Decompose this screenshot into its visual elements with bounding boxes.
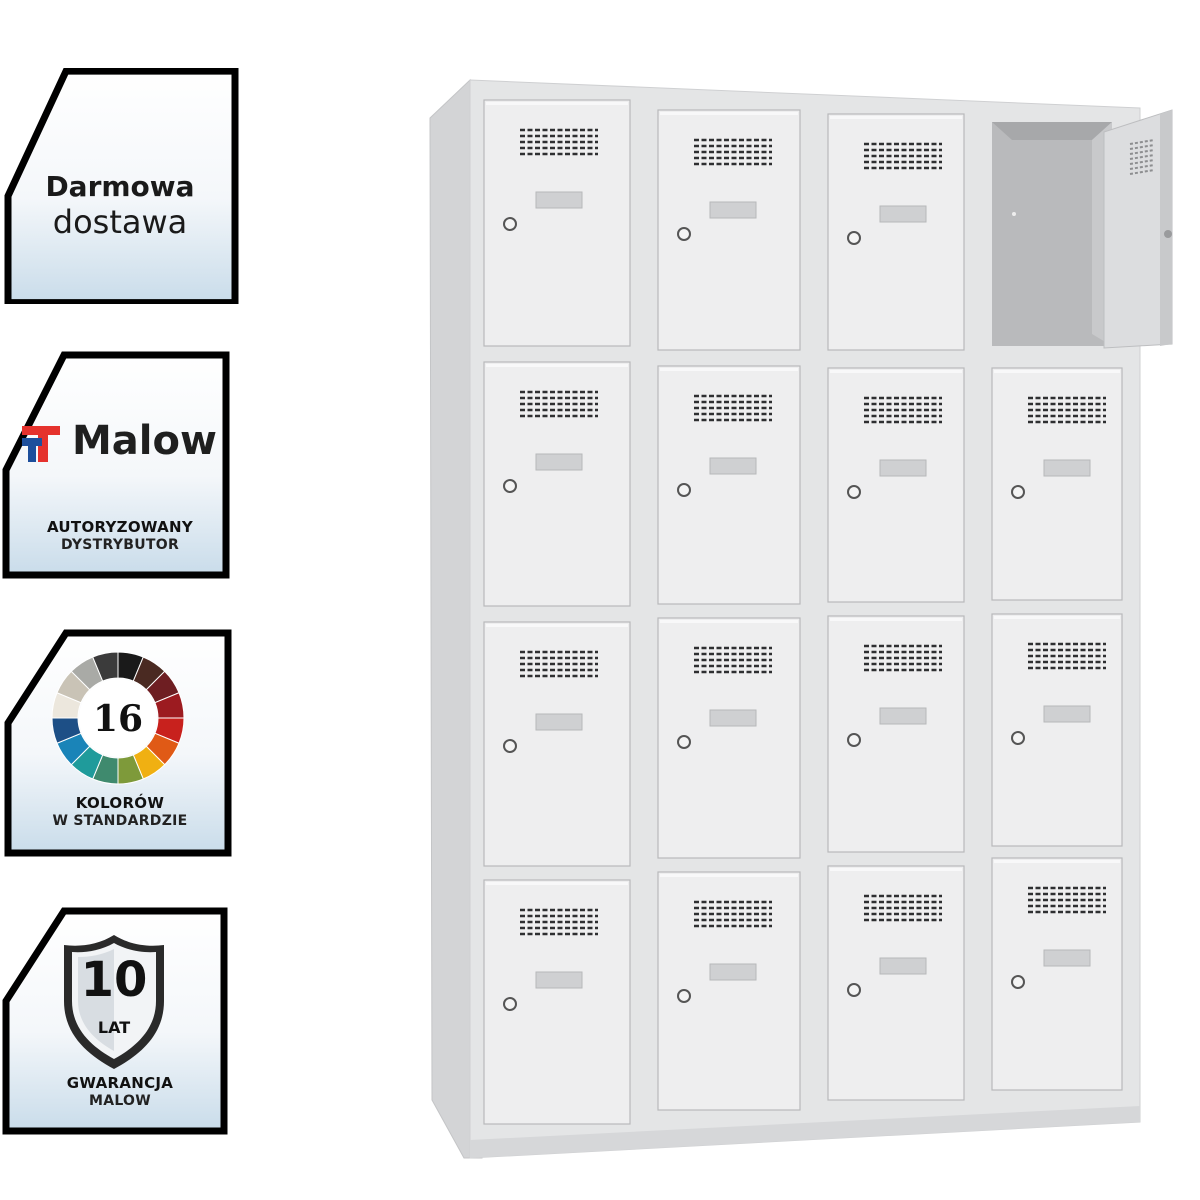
label-holder [1043, 949, 1091, 967]
colors-badge: 16 KOLORÓW W STANDARDZIE [0, 628, 240, 858]
color-count: 16 [92, 698, 144, 740]
color-segment [92, 651, 119, 682]
warranty-badge: 10 LAT GWARANCJA MALOW [0, 906, 240, 1136]
compartment-ceiling [992, 122, 1112, 140]
badge-line-2: dostawa [52, 203, 188, 241]
vent-slot [1129, 139, 1155, 145]
lock-icon [847, 733, 861, 747]
label-holder [1043, 459, 1091, 477]
vent-slot [1129, 164, 1155, 170]
label-holder [709, 457, 757, 475]
badge-line-1: GWARANCJA [66, 1074, 174, 1092]
label-holder [535, 971, 583, 989]
door-highlight [830, 868, 962, 871]
door-highlight [830, 618, 962, 621]
lock-icon [1011, 485, 1025, 499]
door-highlight [486, 624, 628, 627]
door-highlight [660, 620, 798, 623]
badge-line-2: W STANDARDZIE [52, 813, 188, 829]
badge-line-1: KOLORÓW [75, 794, 165, 812]
door-highlight [660, 112, 798, 115]
lock-icon [847, 983, 861, 997]
vent-slot [1129, 144, 1155, 150]
lock-icon [847, 485, 861, 499]
door-highlight [994, 370, 1120, 373]
badge-frame [0, 68, 240, 304]
label-holder [709, 963, 757, 981]
label-holder [1043, 705, 1091, 723]
vent-slot [1129, 149, 1155, 155]
lock-icon [503, 217, 517, 231]
warranty-unit: LAT [97, 1018, 131, 1037]
label-holder [535, 453, 583, 471]
color-wheel-center [79, 679, 157, 757]
compartment-hole [1012, 212, 1016, 216]
label-holder [879, 707, 927, 725]
door-highlight [830, 370, 962, 373]
lock-icon [1011, 731, 1025, 745]
lock-icon [1164, 230, 1172, 238]
badge-line-2: DYSTRYBUTOR [60, 537, 180, 553]
door-highlight [486, 882, 628, 885]
shield-icon [64, 935, 164, 1069]
lock-icon [677, 735, 691, 749]
badge-line-2: MALOW [88, 1093, 152, 1109]
free-delivery-badge: Darmowa dostawa [0, 68, 240, 304]
badge-line-1: AUTORYZOWANY [46, 518, 194, 536]
door-highlight [994, 616, 1120, 619]
door-highlight [660, 368, 798, 371]
lock-icon [677, 483, 691, 497]
locker-door [827, 367, 965, 603]
label-holder [709, 201, 757, 219]
warranty-number: 10 [80, 952, 148, 1008]
malow-logo-icon [22, 426, 60, 462]
door-highlight [994, 860, 1120, 863]
authorized-distributor-badge: Malow AUTORYZOWANY DYSTRYBUTOR [0, 350, 240, 580]
label-holder [879, 957, 927, 975]
door-highlight [486, 102, 628, 105]
lock-icon [677, 989, 691, 1003]
lock-icon [503, 739, 517, 753]
open-door-edge [1160, 110, 1172, 346]
lock-icon [503, 997, 517, 1011]
label-holder [709, 709, 757, 727]
vent-slot [1129, 169, 1155, 175]
badge-frame [2, 351, 230, 579]
lock-icon [677, 227, 691, 241]
badge-line-1: Darmowa [45, 170, 195, 203]
vent-slot [1129, 154, 1155, 160]
locker-door [991, 613, 1123, 847]
brand-logo-text: Malow [72, 418, 217, 464]
door-highlight [830, 116, 962, 119]
label-holder [879, 205, 927, 223]
vent-slot [1129, 159, 1155, 165]
label-holder [879, 459, 927, 477]
door-highlight [660, 874, 798, 877]
lock-icon [503, 479, 517, 493]
label-holder [535, 713, 583, 731]
lock-icon [847, 231, 861, 245]
locker-door [827, 865, 965, 1101]
label-holder [535, 191, 583, 209]
locker-door [827, 615, 965, 853]
locker-door [991, 367, 1123, 601]
lock-icon [1011, 975, 1025, 989]
locker-door [991, 857, 1123, 1091]
door-highlight [486, 364, 628, 367]
color-wheel-icon [51, 651, 185, 785]
cabinet-base [470, 1106, 1140, 1158]
